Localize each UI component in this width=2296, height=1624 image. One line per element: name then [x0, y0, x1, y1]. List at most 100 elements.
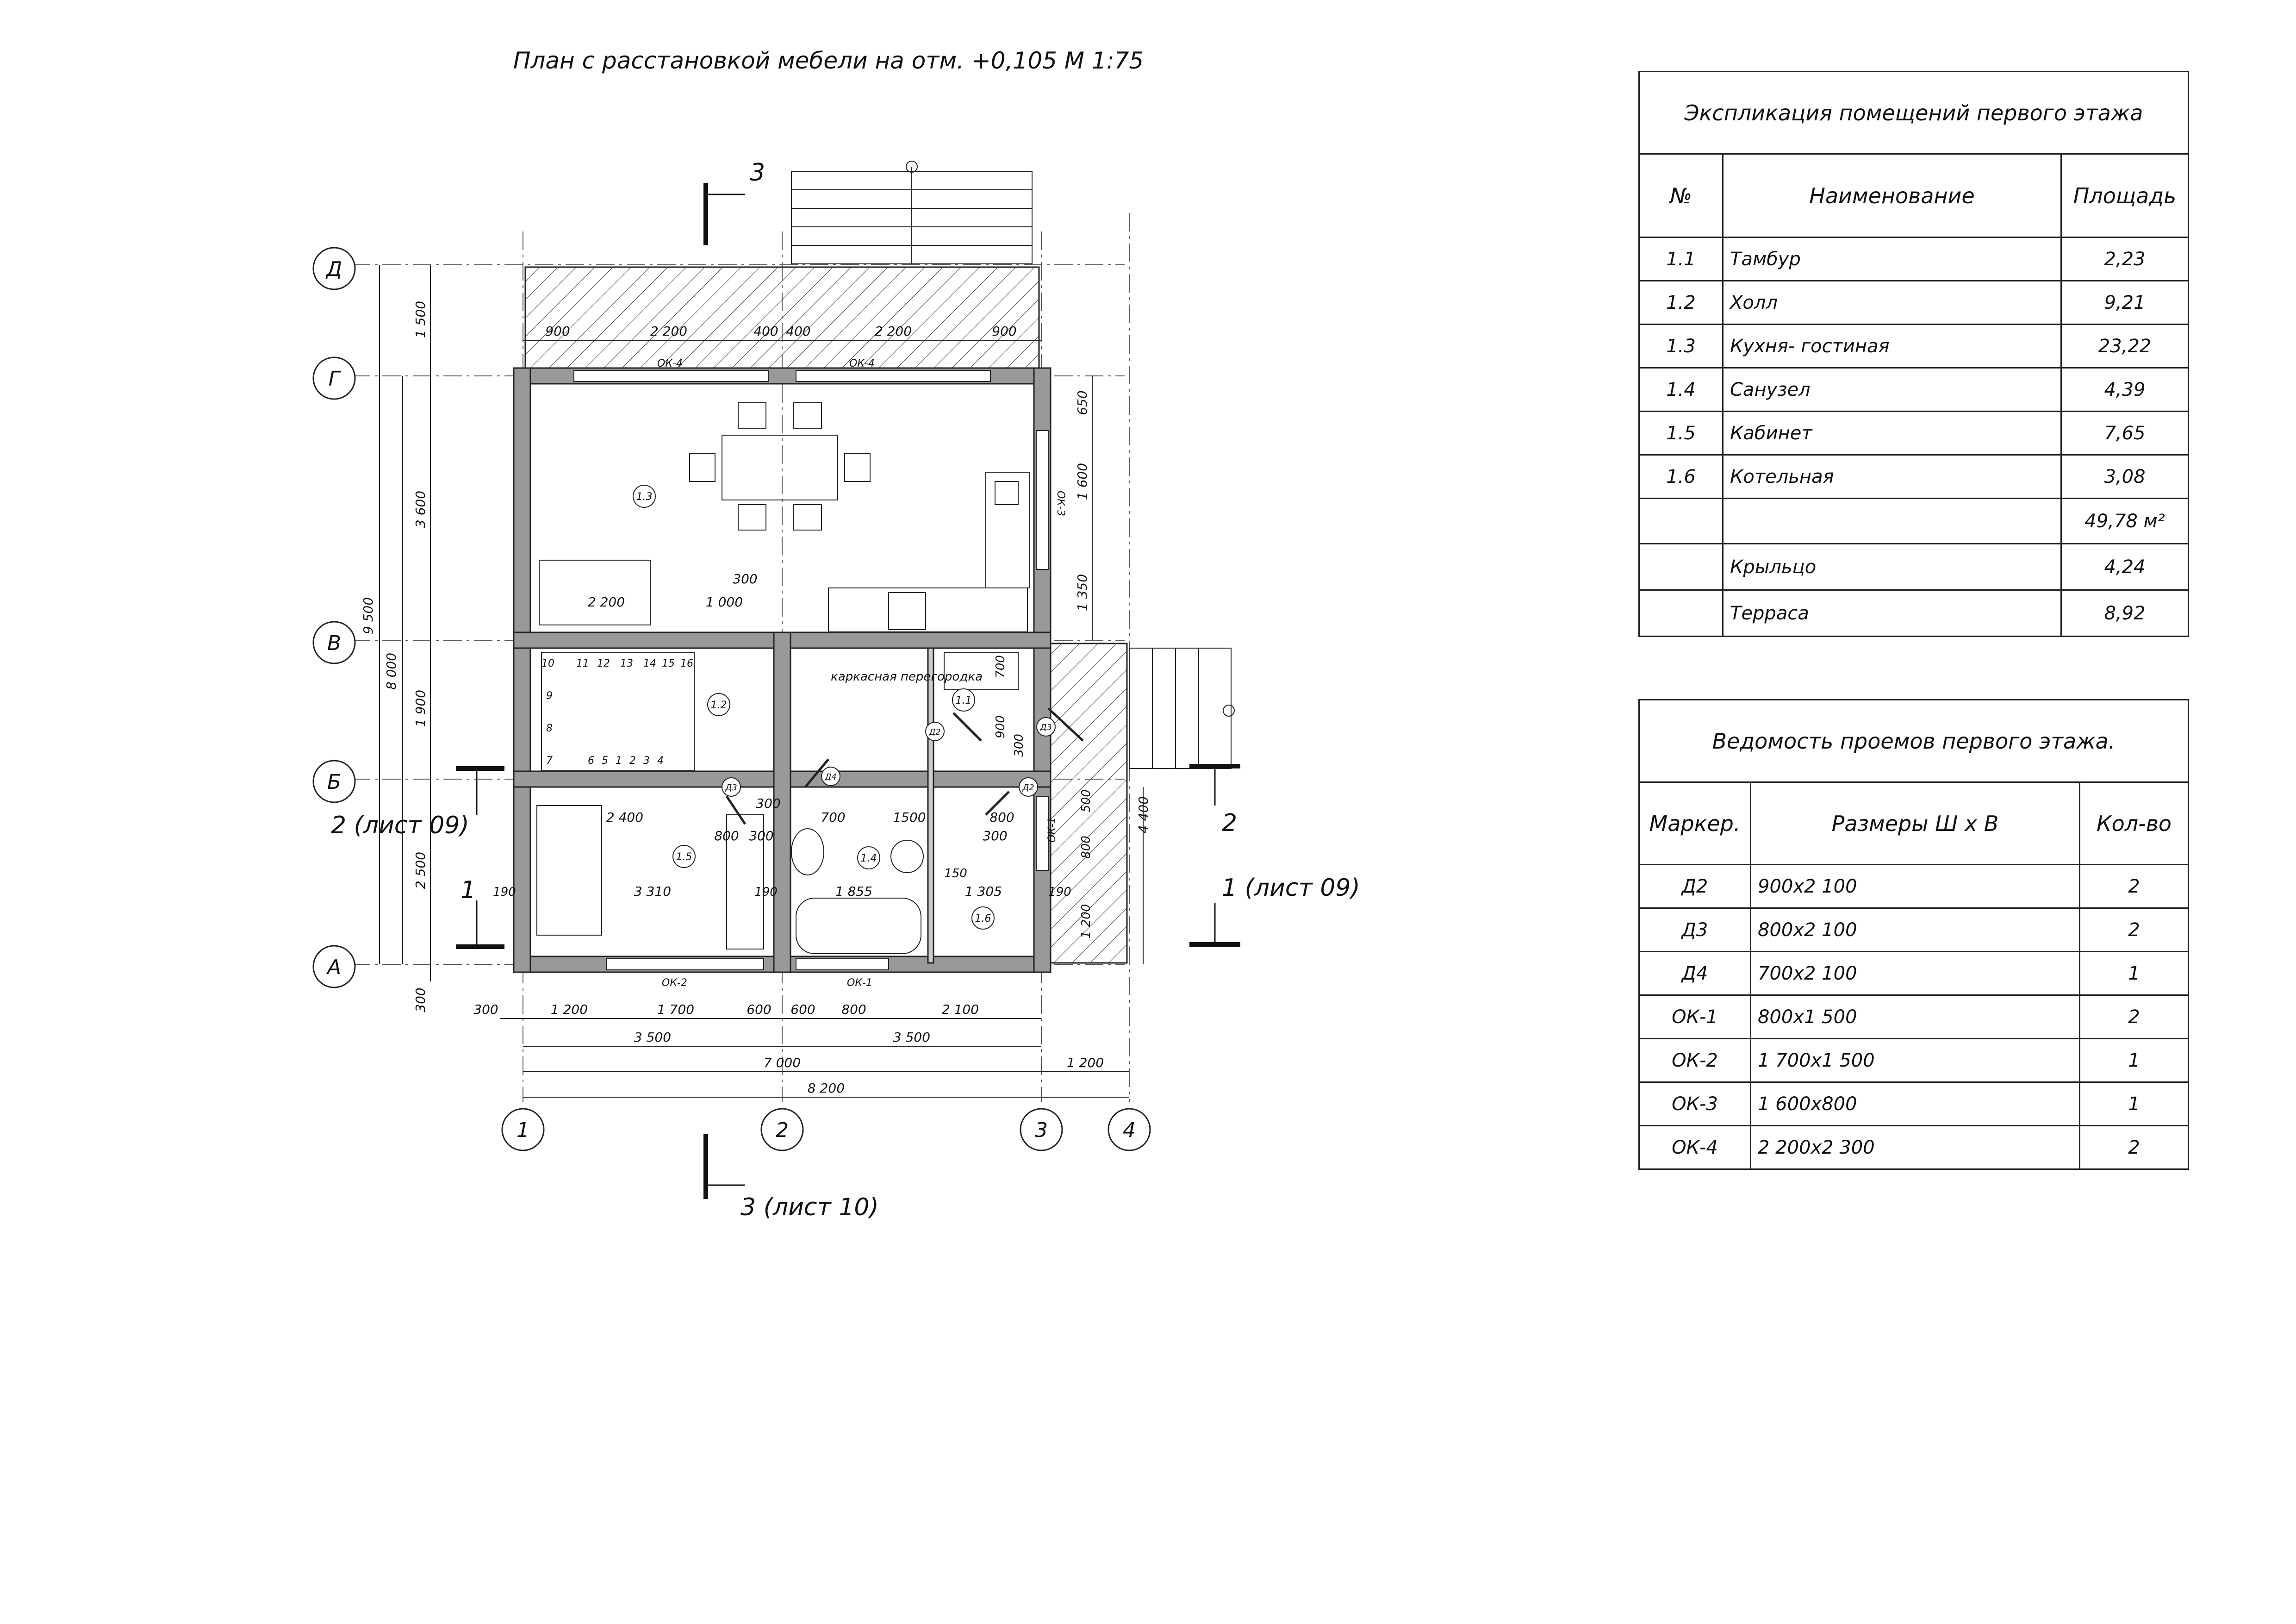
svg-text:2 100: 2 100	[942, 1002, 979, 1017]
dimension-lines	[379, 265, 1144, 1098]
svg-text:ОК-1: ОК-1	[1046, 817, 1058, 843]
svg-text:3 500: 3 500	[893, 1030, 930, 1045]
svg-text:ОК-4: ОК-4	[849, 358, 875, 369]
axis-label: Б	[327, 770, 341, 794]
svg-text:1 855: 1 855	[835, 884, 872, 899]
svg-text:3: 3	[643, 755, 650, 767]
terrace-hatch	[524, 266, 1040, 375]
svg-text:1500: 1500	[893, 810, 926, 825]
svg-text:3 600: 3 600	[413, 491, 428, 528]
room-marker: 1.2	[711, 700, 727, 711]
svg-text:16: 16	[680, 658, 693, 669]
svg-text:5: 5	[602, 755, 608, 767]
explication-header: №	[1638, 153, 1724, 238]
svg-text:Д3: Д3	[1039, 723, 1052, 732]
table-row: ОК-1 800x1 500 2	[1638, 994, 2189, 1039]
svg-text:300: 300	[983, 828, 1007, 843]
svg-text:Д2: Д2	[928, 727, 941, 737]
svg-text:1 305: 1 305	[965, 884, 1002, 899]
svg-text:2 200: 2 200	[875, 324, 912, 339]
svg-text:800: 800	[841, 1002, 866, 1017]
svg-text:1 700: 1 700	[657, 1002, 694, 1017]
furniture	[536, 402, 1030, 954]
table-row: ОК-2 1 700x1 500 1	[1638, 1038, 2189, 1083]
section-label: 3	[750, 159, 765, 187]
section-label: 1	[460, 876, 476, 904]
axis-label: Д	[325, 257, 342, 281]
axis-label: Г	[329, 367, 342, 391]
section-label: 2	[1222, 809, 1237, 837]
svg-text:900: 900	[994, 715, 1008, 738]
svg-text:900: 900	[545, 324, 570, 339]
door-markers	[722, 717, 1056, 797]
svg-text:ОК-1: ОК-1	[847, 977, 872, 989]
room-marker: 1.3	[636, 491, 653, 503]
svg-text:1 900: 1 900	[413, 690, 428, 727]
svg-text:4: 4	[657, 755, 664, 767]
svg-text:1 200: 1 200	[1067, 1055, 1104, 1070]
table-row: Терраса 8,92	[1638, 589, 2189, 637]
svg-text:Д4: Д4	[824, 772, 837, 782]
partition-note: каркасная перегородка	[831, 670, 983, 684]
explication-title: Экспликация помещений первого этажа	[1638, 71, 2189, 155]
axis-label: 4	[1123, 1118, 1136, 1142]
svg-text:700: 700	[994, 655, 1008, 678]
svg-text:2 500: 2 500	[413, 852, 428, 889]
svg-text:800: 800	[714, 828, 739, 843]
section-marks	[456, 183, 1240, 1199]
svg-text:3 500: 3 500	[634, 1030, 671, 1045]
axis-label: 1	[516, 1118, 529, 1142]
svg-text:11: 11	[576, 658, 589, 669]
svg-text:300: 300	[473, 1002, 498, 1017]
svg-text:8: 8	[546, 723, 553, 734]
section-label: 3 (лист 10)	[740, 1193, 879, 1221]
stair-numbers: 1 2 3 4 5 6 7 8 9 10 11 12 13 14 15 16	[541, 658, 693, 767]
svg-text:300: 300	[733, 571, 757, 587]
table-row: 1.5 Кабинет 7,65	[1638, 411, 2189, 456]
svg-text:400: 400	[786, 324, 810, 339]
svg-text:3 310: 3 310	[634, 884, 671, 899]
axis-bubbles	[312, 247, 1151, 1151]
table-row: 1.4 Санузел 4,39	[1638, 367, 2189, 412]
table-row: Д2 900x2 100 2	[1638, 864, 2189, 909]
svg-text:2 200: 2 200	[650, 324, 687, 339]
svg-text:9 500: 9 500	[361, 597, 376, 634]
svg-text:ОК-2: ОК-2	[662, 977, 687, 989]
svg-text:1 200: 1 200	[1079, 904, 1093, 938]
svg-text:15: 15	[662, 658, 675, 669]
table-row: ОК-3 1 600x800 1	[1638, 1081, 2189, 1126]
table-row: Д4 700x2 100 1	[1638, 951, 2189, 996]
table-row: Д3 800x2 100 2	[1638, 907, 2189, 952]
svg-text:190: 190	[1048, 885, 1071, 899]
section-label: 1 (лист 09)	[1222, 874, 1360, 902]
svg-text:150: 150	[944, 867, 967, 881]
svg-text:14: 14	[643, 658, 656, 669]
svg-text:8 000: 8 000	[384, 653, 399, 690]
svg-text:700: 700	[821, 810, 845, 825]
svg-text:4 400: 4 400	[1136, 796, 1151, 833]
svg-text:300: 300	[413, 987, 428, 1012]
axis-label: А	[326, 956, 341, 979]
svg-text:6: 6	[588, 755, 594, 767]
room-marker: 1.1	[956, 695, 972, 706]
svg-text:7 000: 7 000	[764, 1055, 801, 1070]
svg-text:1 200: 1 200	[551, 1002, 588, 1017]
svg-text:400: 400	[753, 324, 778, 339]
svg-text:13: 13	[620, 658, 633, 669]
plan-title: План с расстановкой мебели на отм. +0,10…	[513, 47, 1144, 74]
axis-label: 2	[776, 1118, 789, 1142]
svg-text:2: 2	[629, 755, 636, 767]
openings-header: Кол-во	[2079, 781, 2189, 865]
svg-text:7: 7	[546, 755, 553, 767]
openings-header: Размеры Ш x В	[1750, 781, 2080, 865]
room-marker: 1.4	[861, 853, 877, 864]
svg-text:ОК-3: ОК-3	[1055, 491, 1066, 516]
table-row: 1.6 Котельная 3,08	[1638, 454, 2189, 499]
svg-text:8 200: 8 200	[808, 1081, 845, 1096]
svg-text:2 400: 2 400	[606, 810, 643, 825]
svg-text:190: 190	[754, 885, 778, 899]
openings-header: Маркер.	[1638, 781, 1751, 865]
entrance-stairs	[791, 161, 1235, 769]
